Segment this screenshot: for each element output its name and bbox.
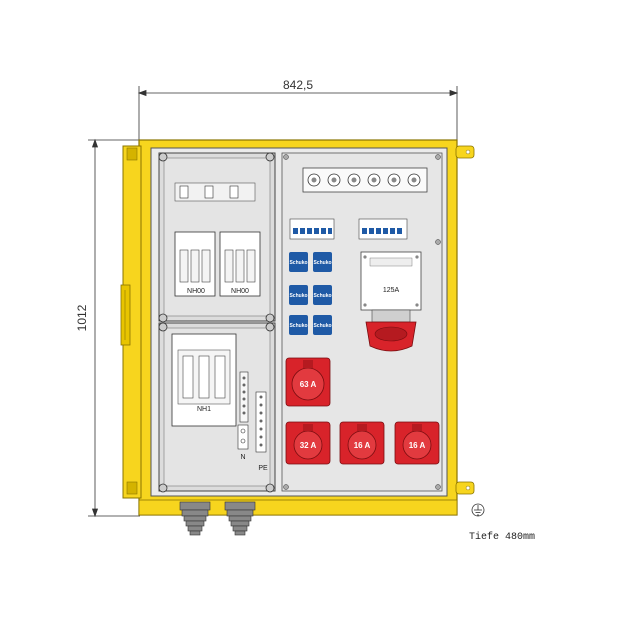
cable-gland-right: [224, 501, 256, 536]
schuko-label: Schuko: [313, 293, 331, 299]
width-label: 842,5: [283, 78, 313, 92]
ground-icon: [471, 503, 485, 517]
right-compartment: Schuko Schuko Schuko Schuko Schuko Schuk…: [281, 152, 443, 492]
mounting-ear: [455, 145, 475, 159]
main-switch-label: NH1: [197, 406, 211, 413]
breaker: [204, 185, 214, 199]
schuko-label: Schuko: [313, 323, 331, 329]
height-dimension: [88, 138, 140, 518]
left-lower-compartment: NH1 N PE: [158, 322, 276, 493]
hinge-bolt: [126, 481, 138, 495]
cee-socket-label: 16 A: [354, 441, 371, 450]
cee-socket-label: 16 A: [409, 441, 426, 450]
fuse-label: NH00: [231, 288, 249, 295]
bottom-rail: [138, 499, 458, 516]
schuko-socket: Schuko: [289, 252, 308, 272]
socket-125a: 125A: [360, 251, 422, 352]
cee-socket-16a: 16 A: [339, 421, 385, 465]
height-label: 1012: [75, 304, 89, 331]
cable-gland-left: [179, 501, 211, 536]
indicator-lamp-strip: [302, 167, 428, 193]
cee-socket-16a: 16 A: [394, 421, 440, 465]
hinge-bolt: [126, 147, 138, 161]
terminal-n-label: N: [240, 454, 245, 461]
left-upper-compartment: NH00 NH00: [158, 152, 276, 323]
schuko-socket: Schuko: [313, 315, 332, 335]
socket-125a-label: 125A: [383, 287, 400, 294]
cee-socket-63a: 63 A: [285, 357, 331, 407]
width-dimension: [137, 86, 459, 140]
cee-socket-32a: 32 A: [285, 421, 331, 465]
schuko-label: Schuko: [289, 293, 307, 299]
mcb-row-right: [358, 218, 408, 240]
schuko-socket: Schuko: [313, 252, 332, 272]
depth-label: Tiefe 480mm: [469, 531, 535, 543]
mcb-row-left: [289, 218, 335, 240]
mounting-ear: [455, 481, 475, 495]
door-handle: [120, 284, 131, 346]
breaker: [229, 185, 239, 199]
breaker: [179, 185, 189, 199]
terminal-strip: [239, 371, 249, 423]
fuse-label: NH00: [187, 288, 205, 295]
schuko-socket: Schuko: [289, 285, 308, 305]
schuko-label: Schuko: [289, 260, 307, 266]
schuko-label: Schuko: [313, 260, 331, 266]
cee-socket-label: 32 A: [300, 441, 317, 450]
terminal-pe-label: PE: [258, 465, 268, 472]
schuko-socket: Schuko: [313, 285, 332, 305]
cee-socket-label: 63 A: [300, 380, 317, 389]
schuko-label: Schuko: [289, 323, 307, 329]
terminal-n: [237, 424, 249, 450]
schuko-socket: Schuko: [289, 315, 308, 335]
